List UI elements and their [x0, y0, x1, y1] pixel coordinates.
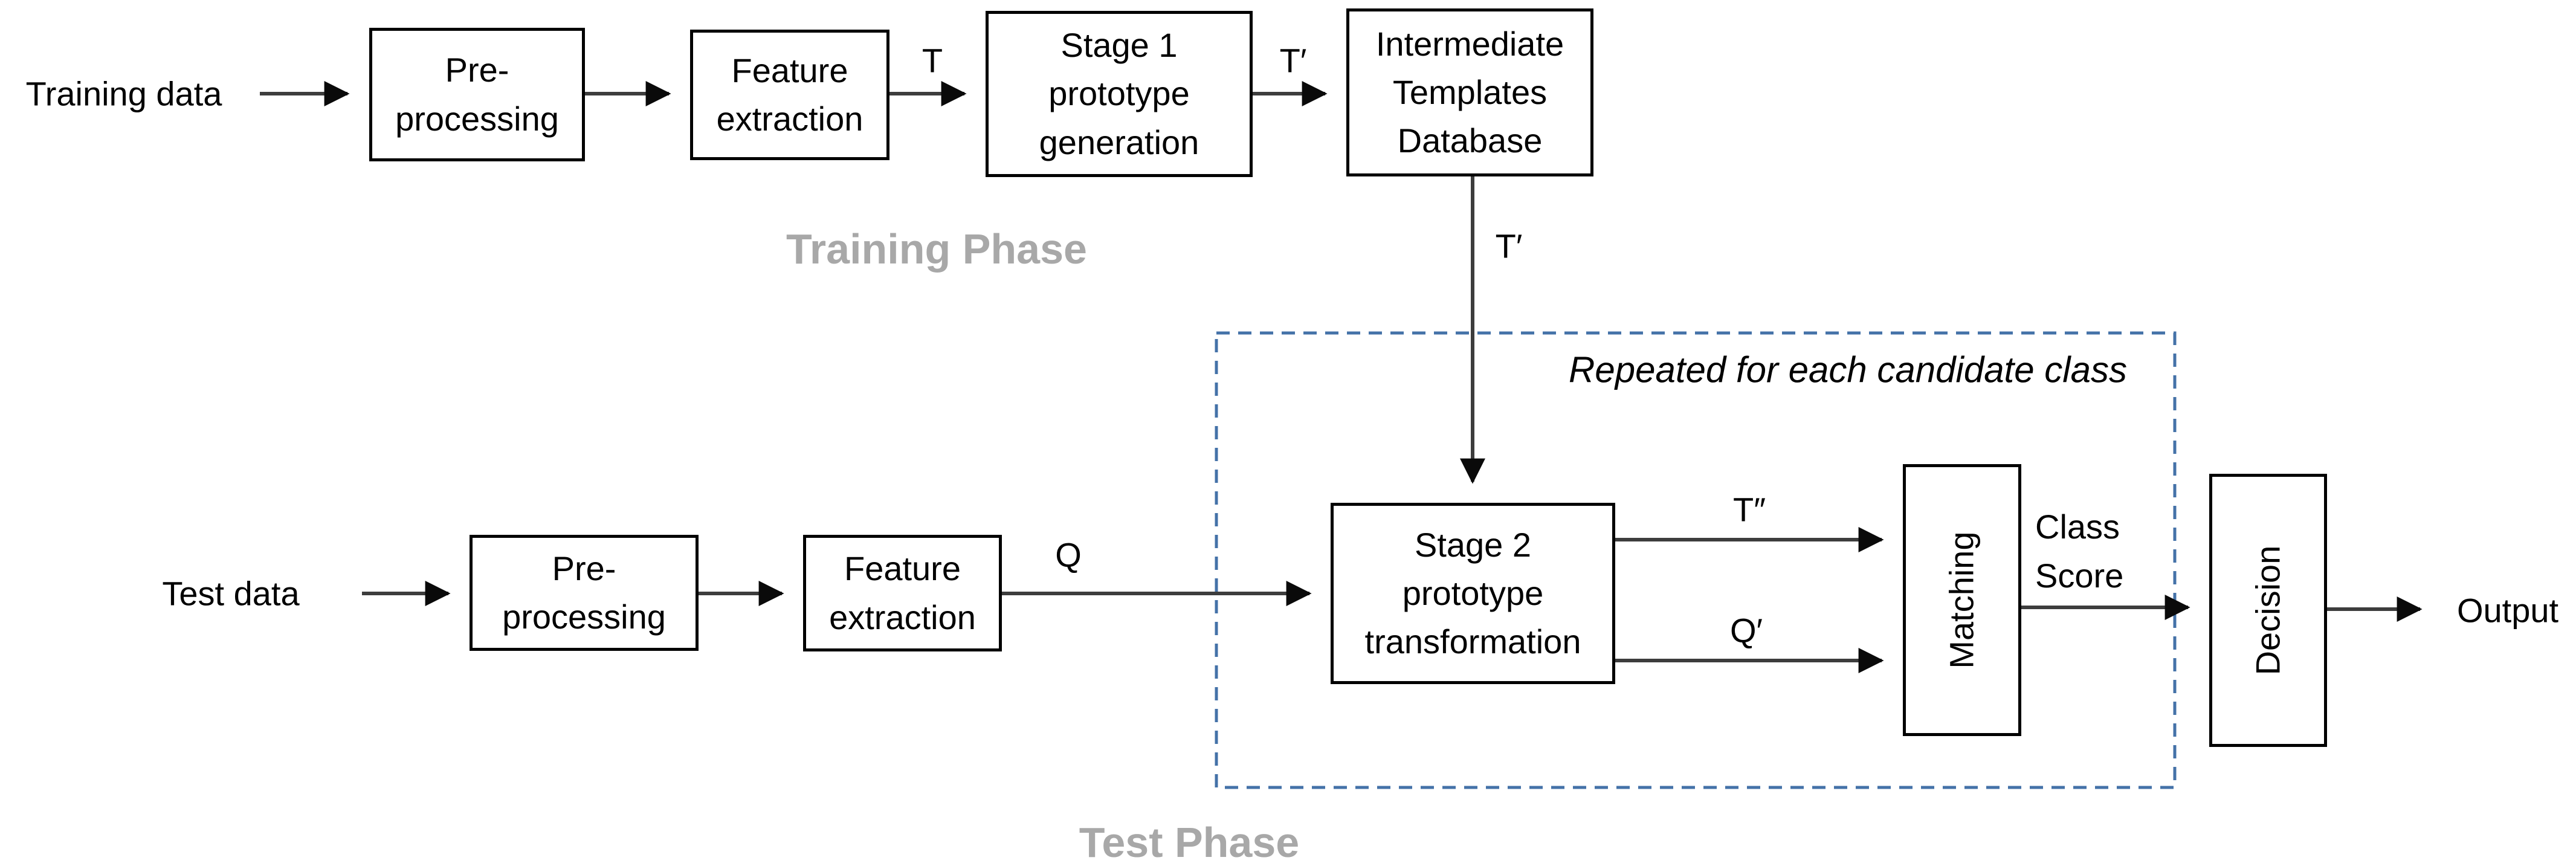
box-pre-processing-train-label: Pre- processing	[395, 51, 559, 138]
edge-label-T-double-prime: T″	[1732, 490, 1766, 529]
box-pre-processing-train: Pre- processing	[369, 28, 585, 161]
output-label: Output	[2456, 591, 2559, 630]
box-intermediate-templates-database: Intermediate Templates Database	[1346, 8, 1593, 176]
test-data-label: Test data	[162, 574, 300, 613]
edge-label-T: T	[922, 41, 943, 80]
box-stage2-prototype-transformation: Stage 2 prototype transformation	[1331, 503, 1615, 684]
box-decision: Decision	[2209, 474, 2327, 747]
test-phase-label: Test Phase	[1079, 819, 1300, 866]
box-pre-processing-test: Pre- processing	[470, 535, 699, 651]
box-feature-extraction-train: Feature extraction	[690, 30, 889, 160]
box-pre-processing-test-label: Pre- processing	[502, 549, 666, 636]
repeat-region-border	[1215, 331, 2177, 789]
box-feature-extraction-test: Feature extraction	[803, 535, 1002, 651]
box-stage2-label: Stage 2 prototype transformation	[1364, 525, 1581, 661]
box-feature-extraction-train-label: Feature extraction	[716, 51, 864, 138]
training-data-label: Training data	[25, 74, 222, 113]
box-matching: Matching	[1903, 464, 2021, 736]
box-stage1-label: Stage 1 prototype generation	[1039, 26, 1199, 161]
edge-label-T-prime-down: T′	[1495, 227, 1523, 265]
training-phase-label: Training Phase	[786, 225, 1087, 273]
box-matching-label: Matching	[1942, 531, 1981, 669]
edge-label-T-prime: T′	[1279, 41, 1307, 80]
class-score-label: Class Score	[2035, 508, 2124, 595]
box-decision-label: Decision	[2248, 545, 2287, 676]
box-feature-extraction-test-label: Feature extraction	[829, 549, 976, 636]
box-intermediate-templates-database-label: Intermediate Templates Database	[1375, 24, 1564, 160]
edge-label-Q: Q	[1055, 535, 1082, 574]
repeat-note-label: Repeated for each candidate class	[1569, 349, 2127, 390]
edge-label-Q-prime: Q′	[1729, 611, 1763, 650]
box-stage1-prototype-generation: Stage 1 prototype generation	[986, 11, 1253, 177]
